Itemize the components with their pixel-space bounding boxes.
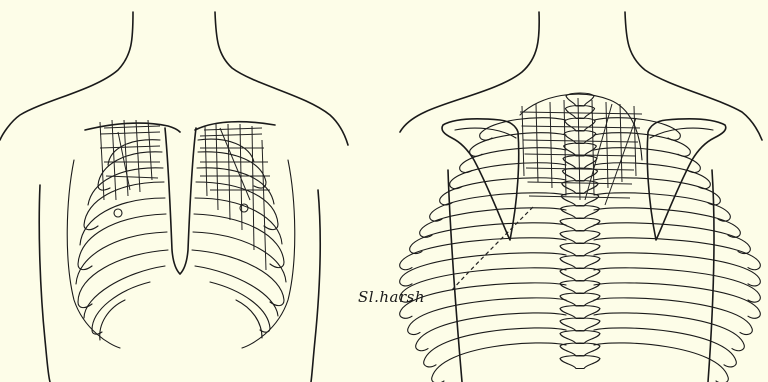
hatch-line xyxy=(592,100,594,194)
vertebra xyxy=(560,306,600,319)
vertebra xyxy=(560,231,600,244)
marker-circle-left xyxy=(114,209,122,217)
vertebra xyxy=(560,331,600,344)
back-rib-cage xyxy=(400,118,761,382)
rib-right xyxy=(594,328,736,367)
hatch-line xyxy=(522,106,524,176)
hatch-line xyxy=(606,102,608,188)
rib-left xyxy=(424,328,566,367)
vertebra xyxy=(560,356,600,369)
hatch-line xyxy=(522,126,641,128)
vertebra xyxy=(565,118,595,131)
vertebral-column xyxy=(560,93,600,369)
rib-left xyxy=(432,343,566,382)
back-neck-shoulder-left xyxy=(400,12,539,132)
annotation-leader-line xyxy=(452,205,535,290)
neck-shoulder-outline-right xyxy=(215,12,348,145)
vertebra xyxy=(560,281,600,294)
neck-shoulder-outline-left xyxy=(0,12,133,140)
sternum xyxy=(165,128,196,274)
hatch-line xyxy=(620,104,622,182)
vertebra xyxy=(563,156,597,169)
hatch-line xyxy=(634,106,636,176)
right-rib-cage xyxy=(192,139,295,348)
rib-right xyxy=(594,268,760,302)
vertebra xyxy=(564,143,597,156)
vertebra xyxy=(565,106,594,119)
hatch-line xyxy=(550,102,552,188)
hatching-back xyxy=(520,98,642,205)
hatch-line xyxy=(536,104,538,182)
torso-outline-left xyxy=(39,185,50,382)
left-rib-cage xyxy=(67,140,168,348)
vertebra xyxy=(560,318,600,331)
back-torso-outline-right xyxy=(708,170,714,382)
vertebra xyxy=(561,206,600,219)
rib-right xyxy=(594,133,690,157)
posterior-chest-view: Sl.harsh xyxy=(358,12,762,382)
vertebra xyxy=(560,256,600,269)
annotation-label: Sl.harsh xyxy=(358,288,425,306)
anterior-chest-view xyxy=(0,12,348,382)
vertebra xyxy=(560,243,600,256)
hatch-line xyxy=(520,112,642,114)
torso-outline-right xyxy=(311,190,320,382)
back-neck-shoulder-right xyxy=(625,12,762,140)
